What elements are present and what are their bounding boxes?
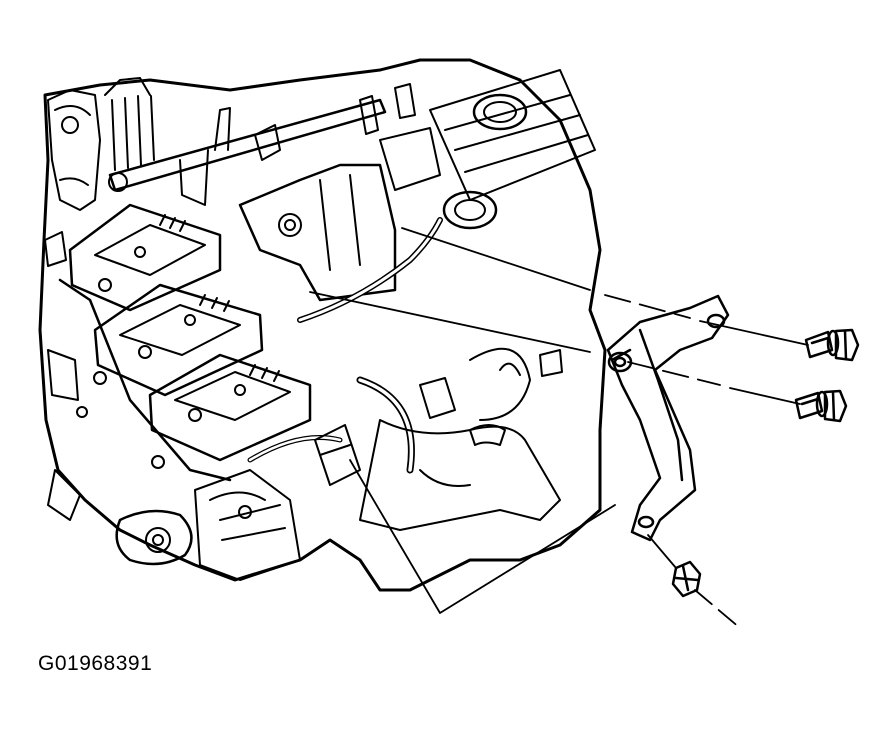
engine-assembly — [38, 58, 607, 592]
hex-flange-bolt-lower — [794, 389, 848, 423]
ignition-coil-pack — [148, 353, 312, 462]
hex-nut — [671, 560, 702, 598]
bolt-alignment-lines — [309, 227, 809, 629]
hex-flange-bolt-upper — [804, 328, 860, 362]
mounting-bracket — [606, 294, 730, 542]
ignition-coil-pack — [93, 283, 264, 397]
figure-reference-code: G01968391 — [38, 652, 153, 675]
wiring-harness — [247, 217, 563, 486]
ignition-coil-pack — [68, 203, 222, 312]
